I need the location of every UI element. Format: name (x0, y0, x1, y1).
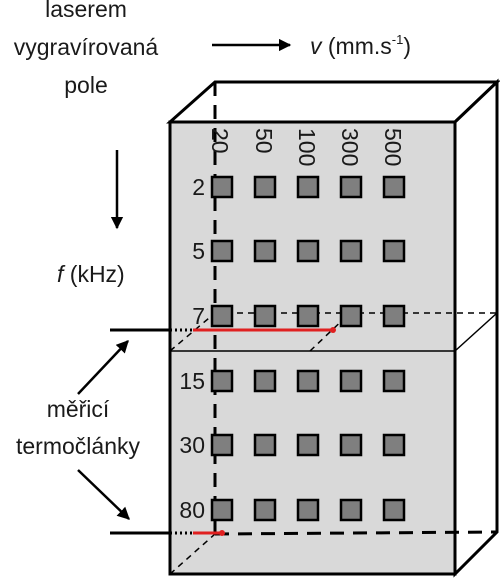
frequency-unit: (kHz) (63, 261, 124, 287)
engraved-square (339, 304, 363, 328)
velocity-column-labels: 20 50 100 300 500 (207, 128, 406, 166)
section-plane-left-diagonal (169, 312, 216, 352)
velocity-variable: v (310, 33, 323, 59)
engraved-square (296, 498, 320, 522)
thermocouples-label-line2: termočlánky (16, 433, 140, 459)
frequency-variable: f (57, 261, 66, 287)
velocity-exponent: -1 (392, 32, 404, 47)
engraved-square (382, 239, 406, 263)
row-label: 15 (179, 368, 205, 394)
hidden-bottom-edge (214, 530, 498, 536)
frequency-row-labels: 2 5 7 15 30 80 (179, 174, 205, 523)
engraved-square (253, 239, 277, 263)
column-label: 100 (294, 128, 320, 166)
engraved-square (339, 433, 363, 457)
fields-label-line3: pole (64, 72, 107, 98)
velocity-label: v (mm.s-1) (310, 32, 411, 59)
thermocouple-lower-tip (219, 530, 225, 536)
row-label: 30 (179, 432, 205, 458)
row-label: 5 (192, 238, 205, 264)
engraved-square (296, 369, 320, 393)
row-label: 80 (179, 497, 205, 523)
engraved-square (253, 304, 277, 328)
engraved-square (339, 239, 363, 263)
column-label: 20 (207, 128, 233, 154)
engraved-square (253, 433, 277, 457)
thermocouple-arrow-up (77, 340, 129, 395)
velocity-close: ) (403, 33, 411, 59)
fields-label-line2: vygravírovaná (14, 34, 159, 60)
thermocouple-arrow-down (77, 469, 130, 520)
engraved-square (253, 369, 277, 393)
block-top-face (166, 80, 500, 124)
section-plane-side-line (454, 312, 498, 352)
engraved-square (382, 433, 406, 457)
engraved-square (296, 175, 320, 199)
engraved-square (382, 175, 406, 199)
velocity-unit: (mm.s (322, 33, 392, 59)
engraved-square (339, 175, 363, 199)
engraved-square (382, 304, 406, 328)
engraved-square (253, 498, 277, 522)
engraved-square (382, 369, 406, 393)
row-label: 2 (192, 174, 205, 200)
engraved-square (210, 433, 234, 457)
frequency-label: f (kHz) (57, 261, 125, 287)
engraved-squares-grid (210, 175, 406, 522)
column-label: 500 (380, 128, 406, 166)
fields-label-line1: laserem (45, 0, 127, 22)
thermocouples-label-line1: měřicí (47, 396, 110, 422)
column-label: 300 (337, 128, 363, 166)
engraved-square (296, 433, 320, 457)
row-label: 7 (192, 303, 205, 329)
engraved-square (339, 369, 363, 393)
engraved-square (296, 239, 320, 263)
block-side-face (453, 78, 499, 578)
engraved-square (210, 369, 234, 393)
engraved-square (253, 175, 277, 199)
engraved-square (210, 304, 234, 328)
engraved-square (339, 498, 363, 522)
engraved-square (382, 498, 406, 522)
engraved-square (210, 498, 234, 522)
engraved-square (296, 304, 320, 328)
column-label: 50 (251, 128, 277, 154)
engraved-square (210, 175, 234, 199)
thermocouple-upper-tip (330, 327, 336, 333)
engraved-square (210, 239, 234, 263)
